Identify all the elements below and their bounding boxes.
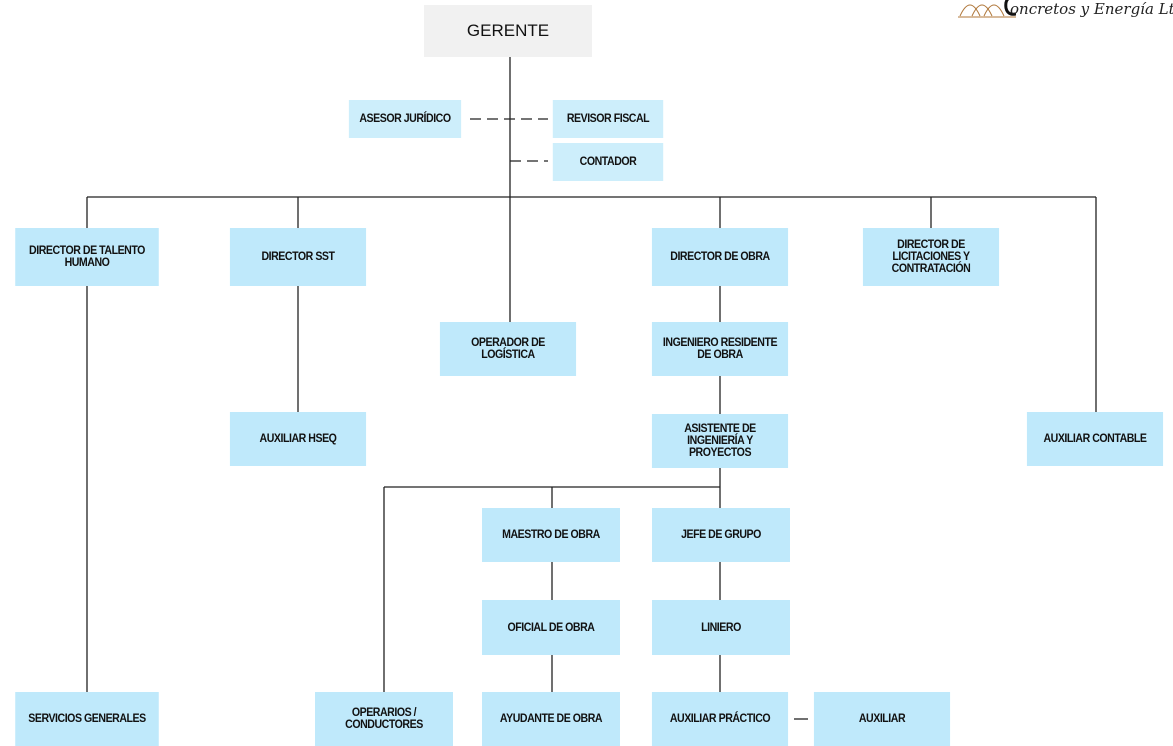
node-auxiliar-practico: AUXILIAR PRÁCTICO <box>651 692 789 746</box>
logo-mark-icon <box>958 0 1016 18</box>
logo-text: oncretos y Energía Lt <box>1010 0 1173 18</box>
node-gerente: GERENTE <box>424 5 592 57</box>
node-asistente-ingenieria: ASISTENTE DE INGENIERÍA Y PROYECTOS <box>651 414 789 468</box>
node-jefe-grupo: JEFE DE GRUPO <box>652 508 790 562</box>
node-liniero: LINIERO <box>652 600 790 655</box>
node-asesor-juridico: ASESOR JURÍDICO <box>348 100 462 138</box>
node-auxiliar-hseq: AUXILIAR HSEQ <box>229 412 367 466</box>
node-maestro-obra: MAESTRO DE OBRA <box>482 508 620 562</box>
node-servicios-generales: SERVICIOS GENERALES <box>15 692 159 746</box>
node-operarios-conductores: OPERARIOS / CONDUCTORES <box>315 692 453 746</box>
node-operador-logistica: OPERADOR DE LOGÍSTICA <box>439 322 577 376</box>
node-oficial-obra: OFICIAL DE OBRA <box>482 600 620 655</box>
node-director-talento-humano: DIRECTOR DE TALENTO HUMANO <box>15 228 159 286</box>
node-ingeniero-residente: INGENIERO RESIDENTE DE OBRA <box>651 322 789 376</box>
node-auxiliar: AUXILIAR <box>813 692 951 746</box>
node-revisor-fiscal: REVISOR FISCAL <box>552 100 664 138</box>
node-ayudante-obra: AYUDANTE DE OBRA <box>482 692 620 746</box>
node-director-licitaciones: DIRECTOR DE LICITACIONES Y CONTRATACIÓN <box>862 228 1000 286</box>
company-logo: oncretos y Energía Lt <box>958 0 1173 20</box>
node-director-obra: DIRECTOR DE OBRA <box>651 228 789 286</box>
node-auxiliar-contable: AUXILIAR CONTABLE <box>1026 412 1164 466</box>
node-contador: CONTADOR <box>552 143 664 181</box>
node-director-sst: DIRECTOR SST <box>229 228 367 286</box>
